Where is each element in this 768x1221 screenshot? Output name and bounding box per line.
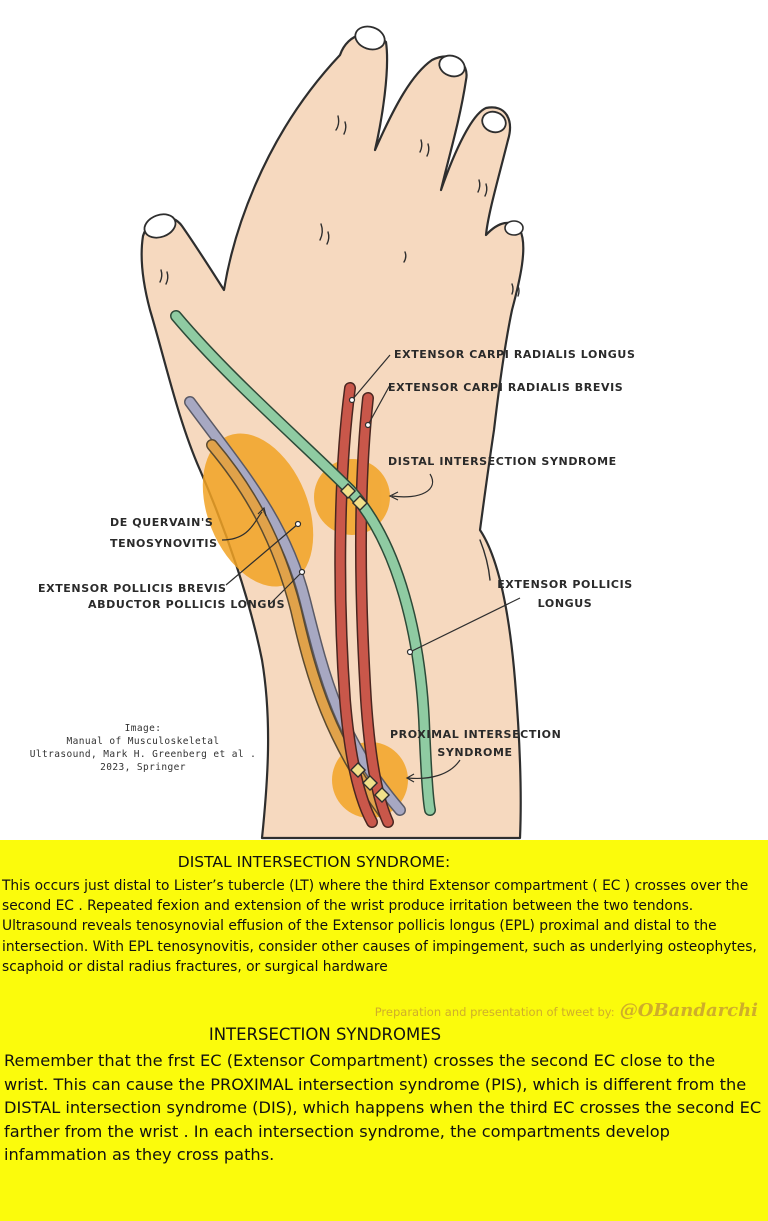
nail-little [504,220,524,236]
distal-section-body: This occurs just distal to Lister’s tube… [2,878,757,975]
image-credit: Image: Manual of Musculoskeletal Ultraso… [6,722,280,774]
nail-middle [438,54,466,78]
label-proximal-line2: SYNDROME [437,746,513,759]
label-epb: EXTENSOR POLLICIS BREVIS [38,582,227,595]
label-ecrl: EXTENSOR CARPI RADIALIS LONGUS [394,348,636,361]
label-ecrb: EXTENSOR CARPI RADIALIS BREVIS [388,381,624,394]
credit-line: Manual of Musculoskeletal [66,736,220,747]
label-apl: ABDUCTOR POLLICIS LONGUS [88,598,286,611]
attribution: Preparation and presentation of tweet by… [375,1000,758,1021]
label-distal-intersection: DISTAL INTERSECTION SYNDROME [388,455,617,468]
credit-line: 2023, Springer [100,762,186,773]
intersection-section-body: Remember that the frst EC (Extensor Comp… [4,1051,762,1165]
distal-section-title: DISTAL INTERSECTION SYNDROME: [177,853,451,871]
credit-line: Ultrasound, Mark H. Greenberg et al . [29,749,257,760]
hand-illustration: EXTENSOR CARPI RADIALIS LONGUS EXTENSOR … [6,25,636,840]
credit-line: Image: [124,723,162,734]
hand-drawing [140,25,525,840]
label-epl-line1: EXTENSOR POLLICIS [497,578,633,591]
label-dequervain-line1: DE QUERVAIN'S [110,516,214,529]
text-panel: DISTAL INTERSECTION SYNDROME: This occur… [0,840,768,1221]
label-dequervain-line2: TENOSYNOVITIS [110,537,218,550]
attribution-text: Preparation and presentation of tweet by… [374,1005,615,1019]
hand-outline [140,32,525,840]
nail-index [354,25,386,51]
attribution-handle: @OBandarchi [619,1000,758,1021]
label-proximal-line1: PROXIMAL INTERSECTION [390,728,562,741]
nail-thumb [143,213,177,239]
nail-ring [481,110,507,134]
label-epl-line2: LONGUS [537,597,593,610]
intersection-section-title: INTERSECTION SYNDROMES [208,1025,442,1044]
